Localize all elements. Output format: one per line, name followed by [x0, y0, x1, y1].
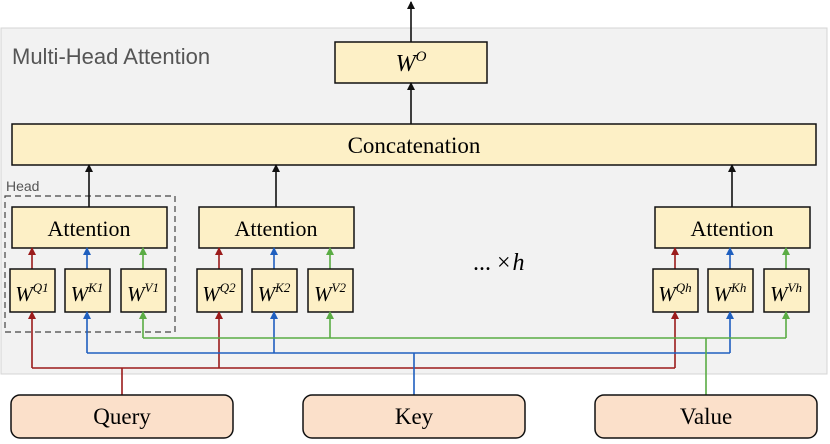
projection-label-v: WV1 [127, 280, 159, 306]
projection-w: W [258, 282, 278, 306]
projection-sup: Q1 [33, 280, 49, 295]
output-w: W [396, 51, 418, 77]
projection-sup: Q2 [220, 280, 236, 295]
projection-box-v [120, 268, 167, 313]
projection-w: W [314, 282, 334, 306]
projection-label-k: WKh [714, 280, 747, 306]
head-dashed-box [4, 195, 176, 333]
projection-label-q: WQ1 [15, 280, 48, 306]
attention-label: Attention [47, 216, 130, 241]
projection-box-k [64, 268, 111, 313]
svg-text:WO: WO [396, 49, 427, 77]
projection-sup: V2 [332, 280, 347, 295]
concatenation-label: Concatenation [348, 133, 481, 158]
value-bus [143, 337, 786, 395]
projection-label-v: WV2 [314, 280, 346, 306]
projection-w: W [15, 282, 35, 306]
projection-w: W [770, 282, 790, 306]
repeat-marker: ... ×h [473, 250, 525, 276]
projection-label-q: WQh [658, 280, 691, 306]
projection-sup: Kh [730, 280, 746, 295]
projection-box-q [9, 268, 56, 313]
key-bus [87, 352, 730, 395]
projection-label-q: WQ2 [202, 280, 236, 306]
projection-label-v: WVh [770, 280, 802, 306]
projection-sup: V1 [145, 280, 159, 295]
key-input: Key [302, 394, 526, 439]
projection-label-k: WK2 [258, 280, 291, 306]
projection-sup: K1 [87, 280, 103, 295]
output-sup: O [416, 49, 427, 65]
projection-w: W [71, 282, 91, 306]
projection-sup: K2 [274, 280, 291, 295]
projection-w: W [714, 282, 734, 306]
panel-title: Multi-Head Attention [12, 44, 210, 69]
projection-sup: Vh [788, 280, 802, 295]
output-projection-box: WO [334, 41, 488, 84]
attention-label: Attention [234, 216, 317, 241]
key-label: Key [395, 404, 434, 429]
projection-sup: Qh [676, 280, 692, 295]
projection-w: W [202, 282, 222, 306]
projection-box-v [763, 268, 810, 313]
projection-label-k: WK1 [71, 280, 104, 306]
projection-box-v [307, 268, 354, 313]
projection-w: W [127, 282, 147, 306]
repeat-dots: ... [473, 250, 491, 276]
projection-w: W [658, 282, 678, 306]
value-input: Value [594, 394, 818, 439]
value-label: Value [680, 404, 732, 429]
repeat-times: × [497, 250, 511, 276]
attention-box [11, 206, 168, 249]
query-bus [32, 367, 675, 395]
query-label: Query [93, 404, 151, 429]
repeat-h: h [513, 250, 525, 276]
projection-box-q [652, 268, 699, 313]
concatenation-box: Concatenation [11, 123, 817, 166]
attention-label: Attention [690, 216, 773, 241]
projection-box-q [196, 268, 243, 313]
head-label: Head [6, 178, 39, 194]
query-input: Query [10, 394, 234, 439]
